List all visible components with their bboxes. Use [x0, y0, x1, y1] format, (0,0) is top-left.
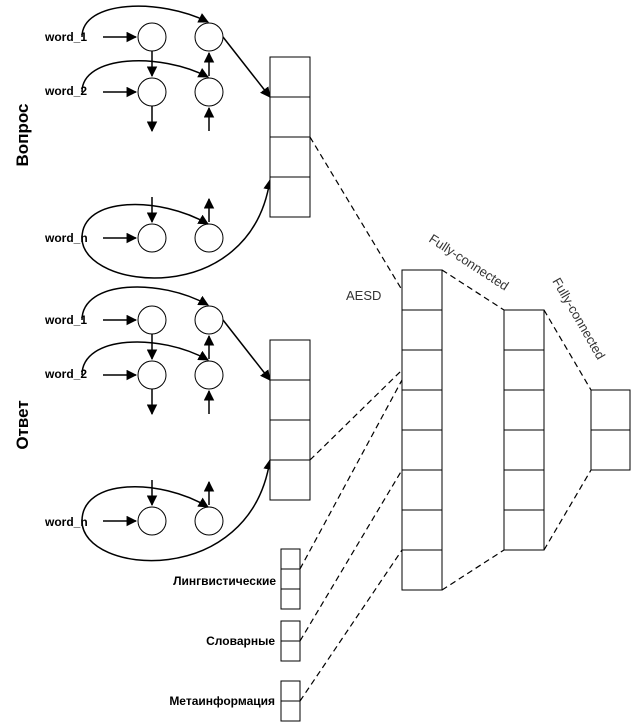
rnn-node: [137, 22, 167, 52]
linguistic-features-label: Лингвистические: [173, 574, 276, 588]
vocabulary-features-label: Словарные: [206, 634, 275, 648]
question-word-1-label: word_1: [44, 30, 87, 44]
question-word-n-label: word_n: [44, 231, 88, 245]
rnn-node: [194, 223, 224, 253]
rnn-node: [194, 305, 224, 335]
feature-vectors: Лингвистические Словарные Метаинформация: [169, 548, 301, 722]
question-section-title: Вопрос: [13, 104, 32, 167]
linguistic-features-vector: [280, 548, 301, 610]
rnn-node: [194, 360, 224, 390]
encoder-output-arrow: [81, 458, 274, 562]
skip-arrow: [81, 203, 209, 239]
encoder-output-arrow: [81, 178, 274, 279]
dashed-connections: [299, 136, 592, 702]
rnn-node: [194, 506, 224, 536]
fc-layer-2: Fully-connected: [549, 275, 631, 471]
rnn-node: [137, 305, 167, 335]
answer-word-2-label: word_2: [44, 367, 87, 381]
fc-label-2: Fully-connected: [549, 275, 608, 362]
answer-encoder: word_1 word_2 word_n: [44, 286, 311, 562]
skip-arrow: [81, 60, 209, 93]
skip-arrow: [81, 286, 209, 321]
encoder-output-arrow: [222, 36, 271, 98]
meta-features-label: Метаинформация: [169, 694, 275, 708]
encoder-output-arrow: [222, 319, 271, 381]
question-encoder: word_1 word_2 word_n: [44, 5, 311, 279]
fc-layer-1: Fully-connected: [426, 231, 545, 551]
rnn-node: [137, 360, 167, 390]
rnn-node: [194, 22, 224, 52]
rnn-node: [137, 223, 167, 253]
answer-word-1-label: word_1: [44, 313, 87, 327]
aesd-layer: AESD: [346, 269, 443, 591]
rnn-node: [137, 506, 167, 536]
answer-section-title: Ответ: [13, 400, 32, 449]
skip-arrow: [81, 5, 209, 38]
answer-word-n-label: word_n: [44, 515, 88, 529]
rnn-node: [194, 77, 224, 107]
question-word-2-label: word_2: [44, 84, 87, 98]
skip-arrow: [81, 341, 209, 376]
rnn-node: [137, 77, 167, 107]
aesd-label: AESD: [346, 288, 381, 303]
skip-arrow: [81, 486, 209, 522]
